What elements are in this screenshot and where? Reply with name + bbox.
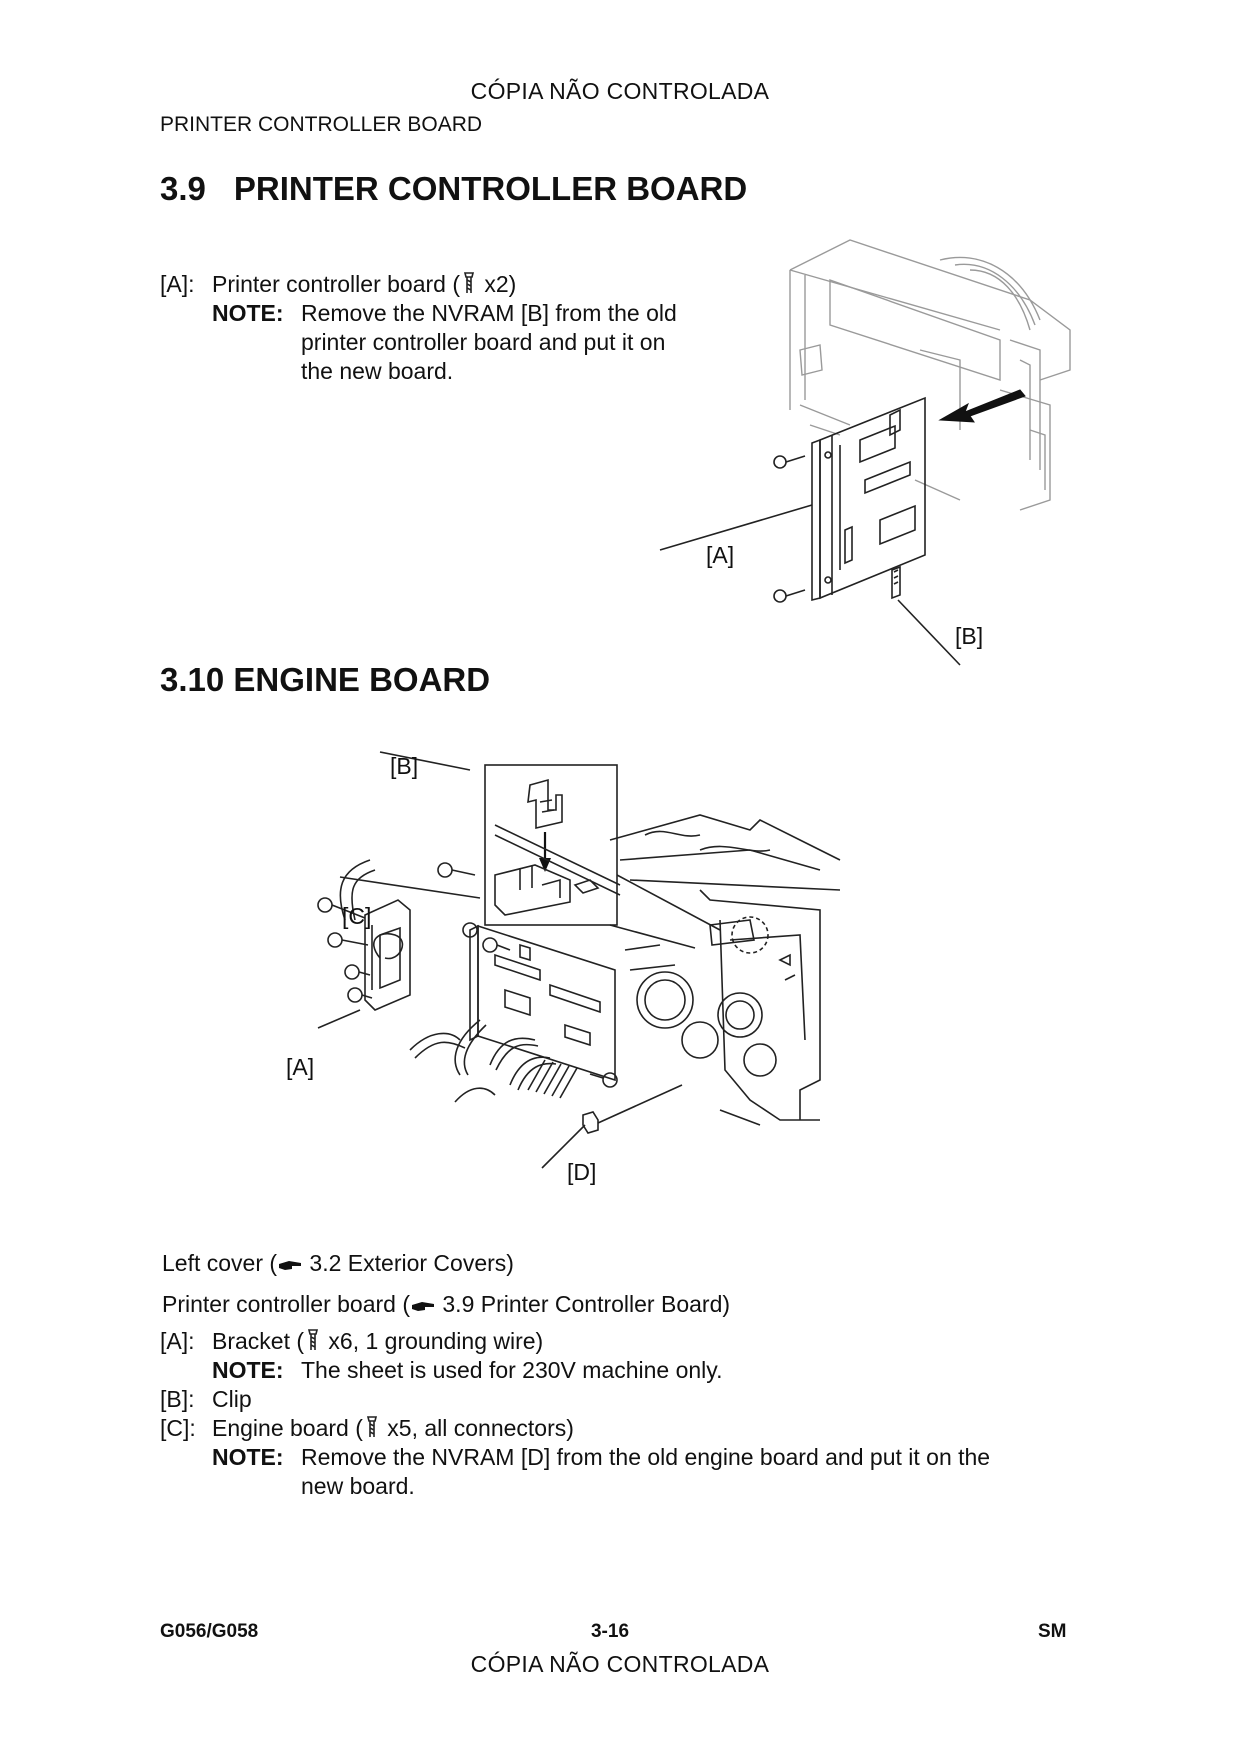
printer-controller-board-illustration xyxy=(659,239,1071,666)
controller-board xyxy=(811,396,926,602)
item-label: Bracket ( xyxy=(212,1328,305,1354)
reference-left-cover: Left cover ( 3.2 Exterior Covers) xyxy=(162,1249,514,1280)
screw-icon xyxy=(327,932,369,948)
engine-board-illustration xyxy=(317,751,841,1169)
item-a-label: Printer controller board ( xyxy=(212,271,460,297)
figure-label-c: [C] xyxy=(342,903,372,929)
nvram-chip xyxy=(891,565,901,600)
note-line: new board. xyxy=(301,1473,415,1499)
uncontrolled-copy-stamp: CÓPIA NÃO CONTROLADA xyxy=(470,1651,770,1677)
leader-line-b xyxy=(379,751,471,771)
screw-icon xyxy=(363,1415,381,1446)
screw-icon xyxy=(462,922,478,938)
item-detail: x6, 1 grounding wire) xyxy=(322,1328,544,1354)
screw-icon xyxy=(773,455,806,469)
reference-link[interactable]: 3.2 Exterior Covers) xyxy=(303,1250,514,1276)
figure-label-b: [B] xyxy=(955,623,984,649)
pointing-hand-icon xyxy=(277,1251,303,1280)
item-label: Engine board ( xyxy=(212,1415,363,1441)
reference-text: Printer controller board ( xyxy=(162,1291,410,1317)
bracket xyxy=(364,899,411,1011)
reference-text: Left cover ( xyxy=(162,1250,278,1276)
note-line: Remove the NVRAM [D] from the old engine… xyxy=(301,1444,991,1470)
section-heading-3-10: 3.10 ENGINE BOARD xyxy=(160,661,491,698)
pointing-hand-icon xyxy=(410,1292,436,1321)
item-a-count: x2) xyxy=(478,271,517,297)
reference-link[interactable]: 3.9 Printer Controller Board) xyxy=(436,1291,731,1317)
item-detail: x5, all connectors) xyxy=(380,1415,574,1441)
running-title: PRINTER CONTROLLER BOARD xyxy=(160,113,483,136)
item-a-text: Printer controller board ( x2) xyxy=(212,270,516,302)
item-text-bracket: Bracket ( x6, 1 grounding wire) xyxy=(212,1327,543,1359)
item-key: [A]: xyxy=(160,1328,195,1354)
screw-icon xyxy=(460,271,478,302)
note-label: NOTE: xyxy=(212,1357,284,1383)
section-heading-3-9: 3.9 PRINTER CONTROLLER BOARD xyxy=(160,170,747,208)
screw-icon xyxy=(589,1072,618,1088)
note-line: the new board. xyxy=(301,358,454,384)
figure-label-b: [B] xyxy=(390,753,419,779)
machine-frame xyxy=(609,814,841,1126)
removal-arrow xyxy=(938,389,1026,423)
note-line: Remove the NVRAM [B] from the old xyxy=(301,300,677,326)
screw-icon xyxy=(437,862,476,878)
item-a-key: [A]: xyxy=(160,271,195,297)
engine-board xyxy=(469,924,616,1082)
screw-icon xyxy=(304,1328,322,1359)
note-line: printer controller board and put it on xyxy=(301,329,666,355)
item-key: [C]: xyxy=(160,1415,196,1441)
wire-harness xyxy=(339,859,376,921)
footer-page-number: 3-16 xyxy=(590,1621,630,1642)
figure-label-a: [A] xyxy=(286,1054,315,1080)
note-label: NOTE: xyxy=(212,300,284,326)
screw-icon xyxy=(773,589,806,603)
figure-label-d: [D] xyxy=(567,1159,597,1185)
machine-frame xyxy=(789,239,1071,511)
clip-detail-inset xyxy=(484,764,621,926)
leader-line-a xyxy=(659,504,813,551)
note-label: NOTE: xyxy=(212,1444,284,1470)
leader-line-c xyxy=(339,876,481,899)
grounding-wire xyxy=(373,933,404,960)
item-text-engine-board: Engine board ( x5, all connectors) xyxy=(212,1414,574,1446)
footer-manual-code: SM xyxy=(1038,1621,1067,1642)
nvram-chip xyxy=(582,1111,599,1134)
screw-icon xyxy=(317,897,366,919)
section-number: 3.9 xyxy=(160,170,206,207)
figure-label-a: [A] xyxy=(706,542,735,568)
reference-printer-controller: Printer controller board ( 3.9 Printer C… xyxy=(162,1290,730,1321)
leader-line-d xyxy=(541,1124,586,1169)
note-text: The sheet is used for 230V machine only. xyxy=(301,1357,723,1383)
item-text-clip: Clip xyxy=(212,1386,252,1412)
footer-model: G056/G058 xyxy=(160,1621,259,1642)
leader-line-b xyxy=(897,599,961,666)
leader-line-nvram xyxy=(597,1084,683,1124)
cable-connectors xyxy=(409,1019,578,1103)
section-title: PRINTER CONTROLLER BOARD xyxy=(233,170,748,207)
leader-line-a xyxy=(317,1009,361,1029)
screw-icon xyxy=(344,964,371,980)
item-key: [B]: xyxy=(160,1386,195,1412)
uncontrolled-copy-stamp: CÓPIA NÃO CONTROLADA xyxy=(470,78,770,104)
screw-icon xyxy=(347,987,373,1003)
screw-icon xyxy=(482,937,511,953)
